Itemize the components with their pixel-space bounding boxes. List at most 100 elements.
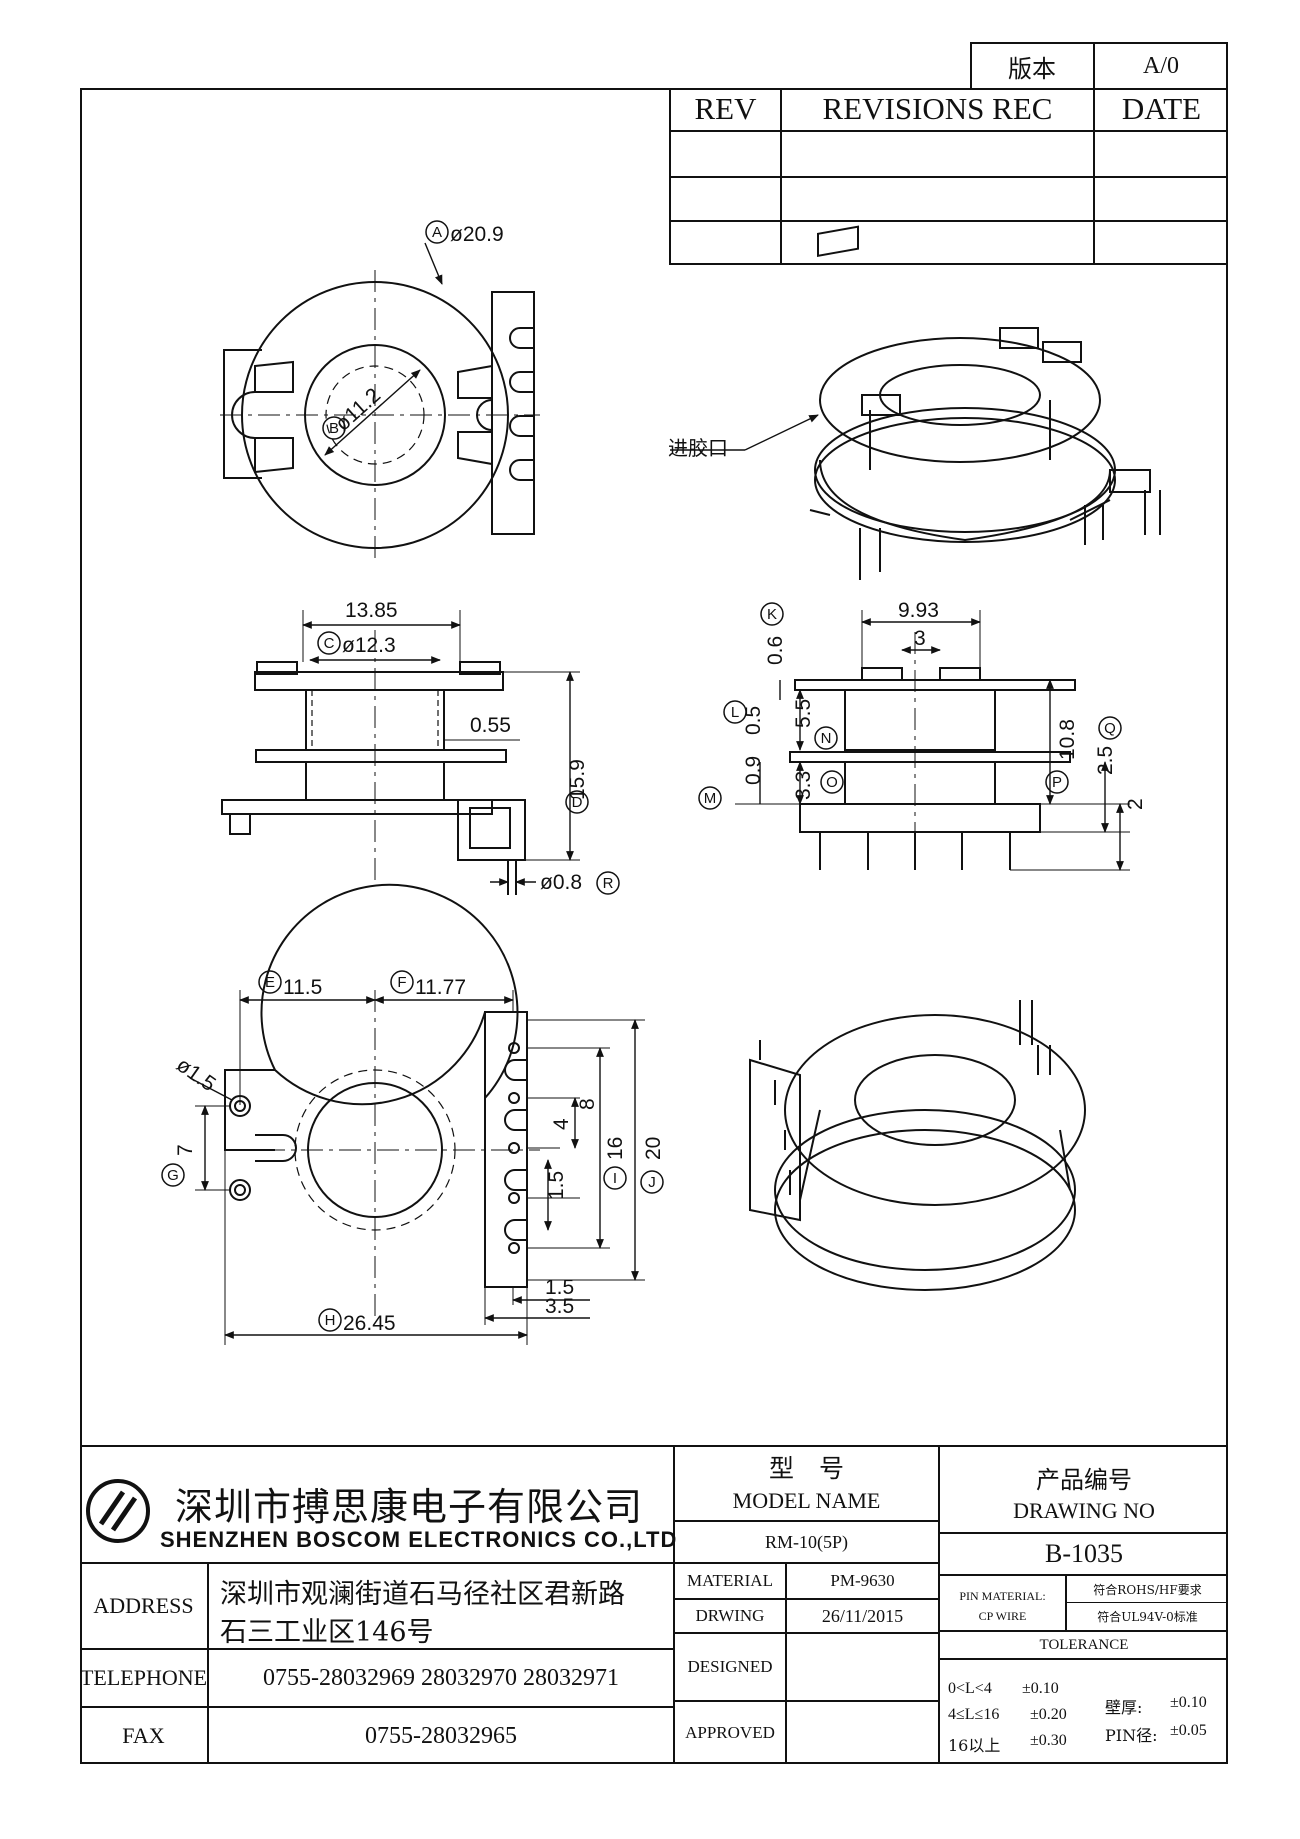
bubble-F: F xyxy=(397,974,406,991)
dim-pin-off2: 3.5 xyxy=(545,1295,574,1318)
dim-pitch4: 4 xyxy=(550,1118,573,1130)
address-line1: 深圳市观澜街道石马径社区君新路 xyxy=(220,1579,625,1610)
drwing-date: 26/11/2015 xyxy=(821,1605,904,1626)
wall-tolerance-label: 壁厚: xyxy=(1105,1698,1143,1717)
dim-Q: 2.5 xyxy=(1094,746,1117,775)
approved-value xyxy=(787,1702,938,1764)
bubble-M: M xyxy=(704,790,717,807)
tolerance-value-1: ±0.10 xyxy=(1022,1680,1059,1697)
bubble-R: R xyxy=(603,875,614,892)
dim-pitch8: 8 xyxy=(576,1098,599,1110)
bubble-D: D xyxy=(572,794,583,811)
pin-tolerance-value: ±0.05 xyxy=(1170,1722,1207,1739)
drawing-no-value: B-1035 xyxy=(1045,1539,1123,1568)
ul-note: 符合UL94V-0标准 xyxy=(1097,1610,1198,1624)
dim-K: 0.6 xyxy=(764,636,787,665)
dim-M: 0.9 xyxy=(742,756,765,785)
bubble-B: B xyxy=(329,420,339,437)
bubble-Q: Q xyxy=(1104,720,1116,737)
pin-material-value: CP WIRE xyxy=(978,1608,1027,1623)
drawing-no-en: DRAWING NO xyxy=(1013,1498,1155,1523)
tolerance-range-2: 4≤L≤16 xyxy=(948,1706,1000,1723)
dim-base: 2 xyxy=(1124,798,1147,810)
pin-tolerance-label: PIN径: xyxy=(1105,1726,1158,1745)
bubble-K: K xyxy=(767,606,777,623)
wall-tolerance-value: ±0.10 xyxy=(1170,1694,1207,1711)
bubble-L: L xyxy=(731,704,739,721)
telephone-label: TELEPHONE xyxy=(79,1665,208,1690)
bubble-I: I xyxy=(613,1170,617,1187)
address-line2: 石三工业区146号 xyxy=(220,1617,434,1648)
rohs-note: 符合ROHS/HF要求 xyxy=(1093,1582,1202,1597)
dimension-labels: A ø20.9 B ø11.2 进胶口 13.85 C ø12.3 0.55 1… xyxy=(161,220,1147,1335)
company-name-en: SHENZHEN BOSCOM ELECTRONICS CO.,LTD xyxy=(160,1527,678,1552)
dim-A: ø20.9 xyxy=(450,223,504,246)
dim-E: 11.5 xyxy=(283,976,322,999)
dim-F: 11.77 xyxy=(415,976,466,999)
dim-pin-off1: 1.5 xyxy=(545,1276,574,1299)
gate-note: 进胶口 xyxy=(668,436,728,460)
fax-value: 0755-28032965 xyxy=(365,1722,517,1749)
model-value: RM-10(5P) xyxy=(764,1531,848,1552)
version-box xyxy=(970,42,1228,90)
dim-gap: 1.5 xyxy=(545,1171,568,1200)
revisions-rec-header: REVISIONS REC xyxy=(822,91,1053,126)
iso-view-top xyxy=(670,225,1161,580)
designed-value xyxy=(787,1634,938,1700)
title-block xyxy=(80,1445,1228,1766)
dim-N: 5.5 xyxy=(792,699,815,728)
side-view-right xyxy=(735,610,1130,871)
designed-label: DESIGNED xyxy=(687,1657,773,1676)
tolerance-range-3: 16以上 xyxy=(948,1736,1001,1755)
bubble-C: C xyxy=(324,635,335,652)
dim-H: 26.45 xyxy=(343,1312,396,1335)
dim-R: ø0.8 xyxy=(540,871,582,894)
material-label: MATERIAL xyxy=(687,1571,773,1590)
dim-C: ø12.3 xyxy=(342,634,396,657)
tolerance-value-3: ±0.30 xyxy=(1030,1732,1067,1749)
model-name-cn: 型 号 xyxy=(768,1454,844,1483)
side-view-left xyxy=(221,610,580,895)
iso-view-bottom xyxy=(749,1000,1086,1291)
tolerance-label: TOLERANCE xyxy=(1039,1636,1129,1653)
material-value: PM-9630 xyxy=(830,1571,895,1590)
dim-O: 3.3 xyxy=(792,771,815,800)
pin-material-label: PIN MATERIAL: xyxy=(959,1588,1046,1603)
drwing-label: DRWING xyxy=(695,1606,765,1625)
dim-L: 0.5 xyxy=(742,706,765,735)
bubble-A: A xyxy=(432,224,442,241)
dim-J: 20 xyxy=(642,1137,665,1160)
dim-D: 15.9 xyxy=(566,759,589,800)
rev-header: REV xyxy=(694,91,757,126)
version-label: 版本 xyxy=(1008,54,1056,83)
top-view xyxy=(220,242,540,560)
bubble-P: P xyxy=(1052,774,1062,791)
dim-I: 16 xyxy=(604,1137,627,1160)
bubble-H: H xyxy=(325,1312,336,1329)
dim-width: 13.85 xyxy=(345,599,398,622)
telephone-value: 0755-28032969 28032970 28032971 xyxy=(263,1664,619,1691)
bubble-G: G xyxy=(167,1167,179,1184)
dim-top-width: 9.93 xyxy=(898,599,939,622)
bubble-E: E xyxy=(265,974,275,991)
dim-P: 10.8 xyxy=(1056,719,1079,760)
version-value: A/0 xyxy=(1143,52,1179,79)
bubble-N: N xyxy=(821,730,832,747)
date-header: DATE xyxy=(1121,91,1202,126)
bottom-view xyxy=(189,883,645,1345)
dim-G: 7 xyxy=(174,1144,197,1156)
approved-label: APPROVED xyxy=(685,1723,775,1742)
address-label: ADDRESS xyxy=(93,1593,194,1618)
company-logo xyxy=(86,1479,150,1543)
drawing-no-cn: 产品编号 xyxy=(1036,1465,1132,1494)
bubble-O: O xyxy=(826,774,838,791)
drawing-frame xyxy=(80,88,1228,1764)
dim-B: ø11.2 xyxy=(331,384,385,436)
bubble-J: J xyxy=(648,1174,656,1191)
fax-label: FAX xyxy=(122,1723,165,1748)
company-name-cn: 深圳市搏思康电子有限公司 xyxy=(175,1485,644,1529)
model-name-en: MODEL NAME xyxy=(732,1488,881,1513)
tolerance-range-1: 0<L<4 xyxy=(948,1680,992,1697)
dim-wall: 0.55 xyxy=(470,714,511,737)
